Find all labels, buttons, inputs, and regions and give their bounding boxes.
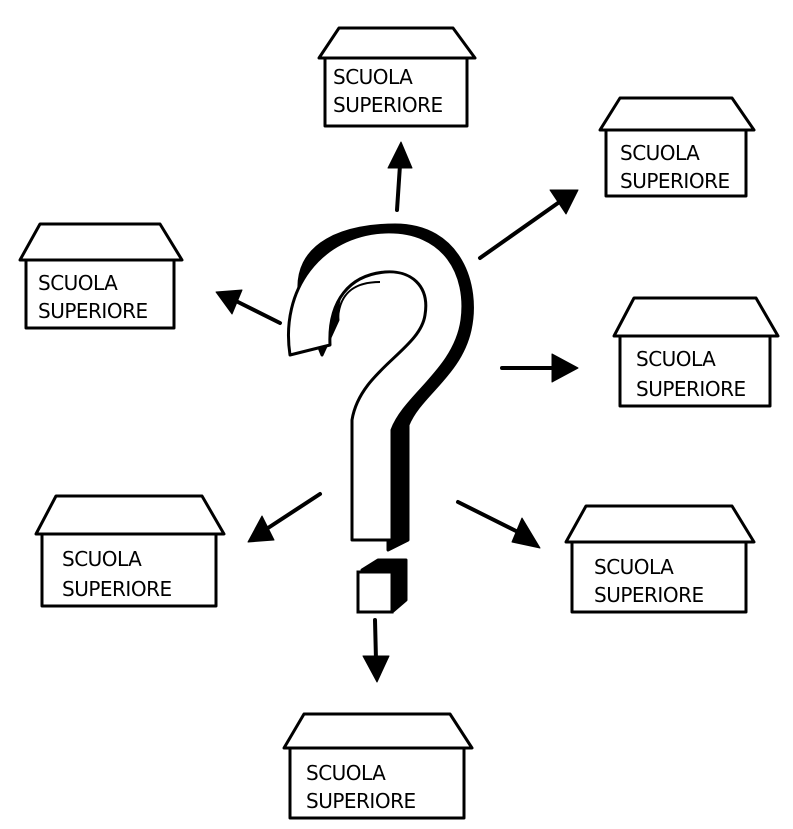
school-building-1: SCUOLA SUPERIORE [317,26,477,128]
arrow-bottom [362,618,390,683]
school-building-icon [564,504,756,614]
school-building-icon [18,222,184,330]
school-label-line2: SUPERIORE [594,583,704,607]
arrow-top-right [478,189,579,260]
school-label-line1: SCUOLA [620,141,700,165]
school-label-line2: SUPERIORE [62,577,172,601]
arrows-group [215,141,579,683]
school-building-icon [612,296,780,408]
school-label-line1: SCUOLA [306,761,386,785]
arrow-bottom-right [456,500,541,549]
school-building-3: SCUOLA SUPERIORE [612,296,780,408]
school-building-6: SCUOLA SUPERIORE [34,494,226,608]
schools-group: SCUOLA SUPERIORE SCUOLA SUPERIORE SCUOLA SUPE… [18,26,780,820]
arrow-top [387,141,413,212]
question-mark-icon [287,223,474,614]
school-label-line1: SCUOLA [333,65,413,89]
school-label-line2: SUPERIORE [38,299,148,323]
school-building-5: SCUOLA SUPERIORE [282,712,474,820]
school-label-line1: SCUOLA [594,555,674,579]
school-label-line2: SUPERIORE [620,169,730,193]
school-building-2: SCUOLA SUPERIORE [598,96,756,198]
school-label-line2: SUPERIORE [333,93,443,117]
school-building-icon [282,712,474,820]
school-building-4: SCUOLA SUPERIORE [564,504,756,614]
school-label-line1: SCUOLA [636,347,716,371]
arrow-right [500,353,579,383]
school-building-7: SCUOLA SUPERIORE [18,222,184,330]
school-label-line2: SUPERIORE [306,789,416,813]
school-label-line1: SCUOLA [38,271,118,295]
arrow-left [215,289,282,325]
school-label-line2: SUPERIORE [636,377,746,401]
school-building-icon [598,96,756,198]
school-building-icon [34,494,226,608]
school-building-icon [317,26,477,128]
school-label-line1: SCUOLA [62,547,142,571]
arrow-bottom-left [247,492,322,543]
